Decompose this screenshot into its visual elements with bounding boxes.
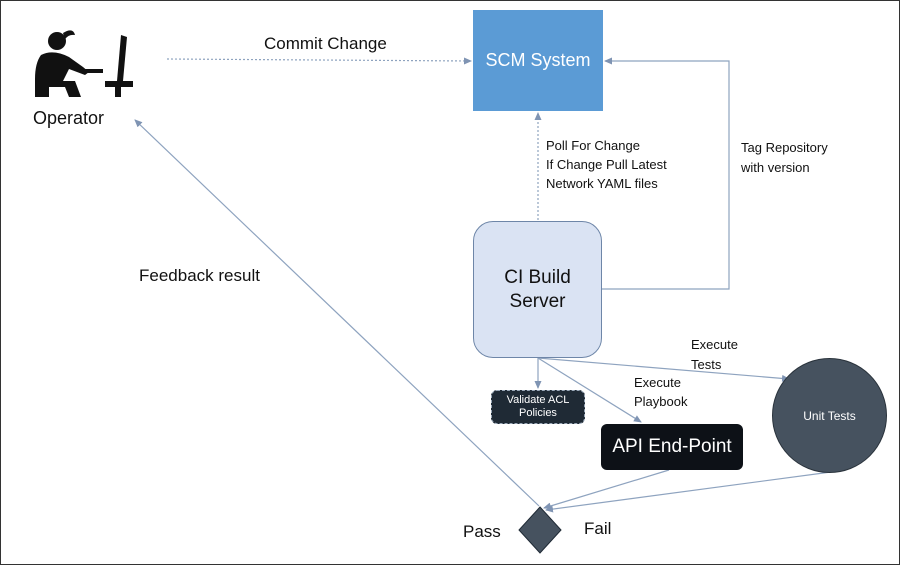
poll-label: Poll For Change If Change Pull Latest Ne… bbox=[546, 136, 667, 193]
validate-acl-policies-box: Validate ACL Policies bbox=[491, 390, 585, 424]
ci-build-server-label-line2: Server bbox=[509, 290, 566, 312]
execute-tests-label: Execute Tests bbox=[691, 335, 738, 375]
execute-tests-arrow bbox=[537, 357, 790, 382]
api-endpoint-label: API End-Point bbox=[612, 436, 732, 457]
commit-change-arrow bbox=[166, 57, 472, 65]
fail-label: Fail bbox=[584, 519, 612, 538]
execute-playbook-arrow bbox=[537, 357, 642, 423]
unit-tests-circle: Unit Tests bbox=[772, 358, 887, 473]
unit-tests-to-decision-arrow bbox=[545, 471, 832, 513]
execute-playbook-label: Execute Playbook bbox=[634, 373, 687, 411]
execute-tests-label-line1: Execute bbox=[691, 337, 738, 352]
validate-acl-label-line2: Policies bbox=[519, 407, 557, 419]
commit-change-label: Commit Change bbox=[264, 34, 387, 53]
feedback-result-label: Feedback result bbox=[139, 266, 260, 285]
execute-playbook-label-line1: Execute bbox=[634, 375, 681, 390]
unit-tests-label: Unit Tests bbox=[803, 408, 856, 423]
tag-repository-label: Tag Repository with version bbox=[741, 138, 828, 178]
poll-label-line3: Network YAML files bbox=[546, 176, 658, 191]
execute-playbook-label-line2: Playbook bbox=[634, 394, 688, 409]
poll-label-line2: If Change Pull Latest bbox=[546, 157, 667, 172]
decision-diamond bbox=[518, 506, 562, 554]
api-endpoint-box: API End-Point bbox=[601, 424, 743, 470]
poll-label-line1: Poll For Change bbox=[546, 138, 640, 153]
scm-system-box: SCM System bbox=[473, 10, 603, 111]
ci-build-server-box: CI Build Server bbox=[473, 221, 602, 358]
pass-label: Pass bbox=[463, 522, 501, 541]
tag-repository-arrow bbox=[602, 57, 730, 290]
scm-system-label: SCM System bbox=[485, 50, 591, 70]
api-to-decision-arrow bbox=[543, 469, 670, 510]
feedback-result-arrow bbox=[134, 119, 540, 507]
ci-build-server-label-line1: CI Build bbox=[504, 266, 571, 288]
tag-repository-label-line2: with version bbox=[741, 160, 810, 175]
tag-repository-label-line1: Tag Repository bbox=[741, 140, 828, 155]
validate-acl-label-line1: Validate ACL bbox=[506, 393, 570, 406]
execute-tests-label-line2: Tests bbox=[691, 357, 722, 372]
operator-label: Operator bbox=[33, 108, 105, 128]
person-at-computer-icon bbox=[35, 30, 133, 97]
